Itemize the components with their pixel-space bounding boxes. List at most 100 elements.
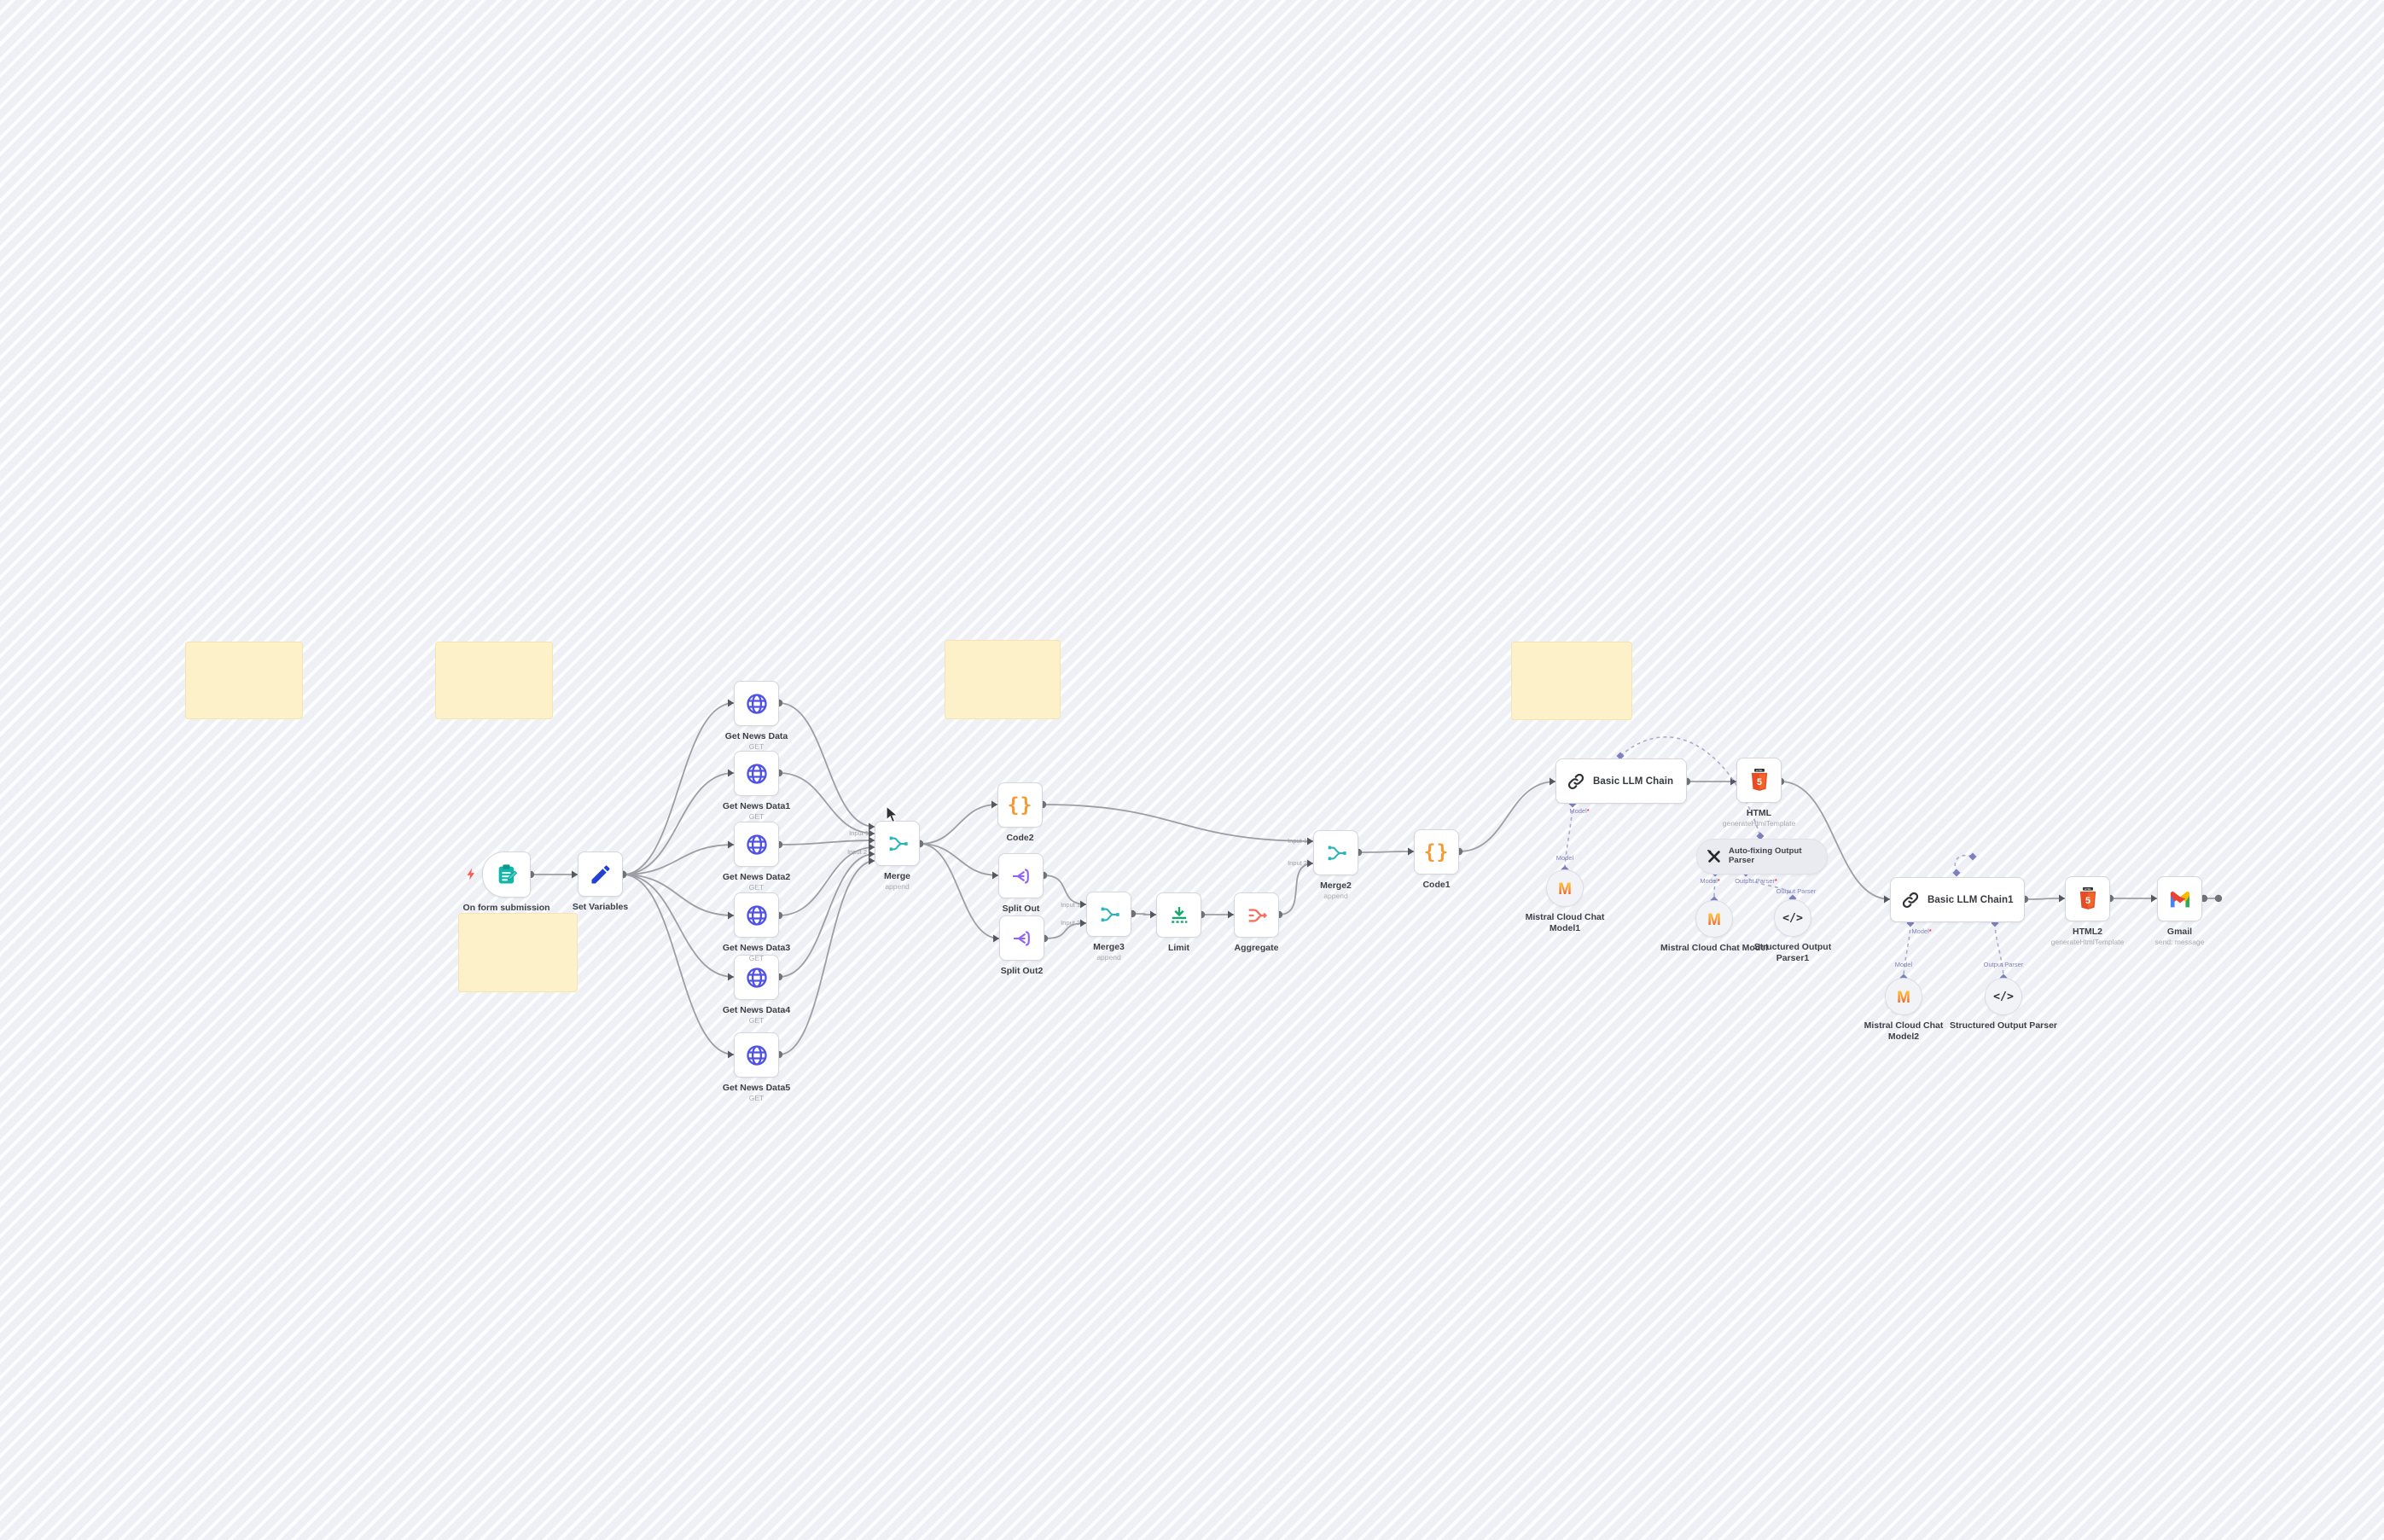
node-get-news-data[interactable] [734,681,779,726]
node-label: Basic LLM Chain1 [1928,894,2014,905]
sticky-note[interactable] [945,640,1061,719]
node-label: Aggregate [1234,943,1279,953]
mistral-icon: M [1704,909,1724,929]
globe-icon [745,1043,769,1067]
node-limit[interactable] [1156,892,1201,938]
chain-icon [1901,891,1920,909]
node-label: Set Variables [572,902,629,912]
required-marker: * [1586,807,1590,815]
node-label: Limit [1167,943,1190,953]
node-sublabel: GET [748,812,765,821]
node-label: Merge3 [1093,942,1125,952]
code-icon: {} [1007,793,1033,816]
globe-icon [745,692,769,716]
node-label: Code1 [1422,880,1451,890]
node-auto-fixing-output-parser[interactable]: Auto-fixing Output Parser [1696,839,1828,875]
node-label: Get News Data [724,731,788,741]
connector-label-text: Model [1700,877,1718,885]
node-merge2[interactable] [1313,830,1358,875]
node-get-news-data5[interactable] [734,1032,779,1078]
globe-icon [745,904,769,927]
node-sublabel: append [1323,892,1348,900]
connector-label: Model [1556,854,1573,862]
connector-label-text: Output Parser [1983,961,2024,968]
node-split-out[interactable] [998,853,1044,898]
node-label: Mistral Cloud Chat Model1 [1525,912,1605,933]
node-label: Structured Output Parser [1949,1020,2058,1031]
code-icon: {} [1423,840,1450,863]
sticky-note[interactable] [435,642,553,719]
chain-icon [1567,772,1585,791]
node-mistral-cloud-chat-model2[interactable]: M [1885,978,1922,1015]
merge-icon [1097,903,1121,927]
globe-icon [745,762,769,786]
node-mistral-cloud-chat-model[interactable]: M [1695,900,1733,938]
wrench-icon [1706,848,1723,865]
node-set-variables[interactable] [578,851,623,897]
mistral-icon: M [1893,986,1914,1007]
sticky-note[interactable] [1511,642,1632,720]
port-label: Input 2 [1061,919,1080,927]
port-label: Input 1 [1061,901,1080,909]
mouse-cursor [886,805,898,823]
node-mistral-cloud-chat-model1[interactable]: M [1546,869,1584,907]
svg-text:5: 5 [1757,776,1762,787]
node-sublabel: GET [748,883,765,892]
connector-label-text: Output Parser [1776,887,1817,895]
globe-icon [745,833,769,857]
node-sublabel: send: message [2154,938,2205,946]
node-html2[interactable]: HTML 5 [2065,876,2110,921]
node-label: Basic LLM Chain [1593,776,1674,787]
node-on-form-submission[interactable] [482,851,531,898]
node-gmail[interactable] [2157,876,2202,921]
connector-label-text: Model [1555,854,1574,862]
node-label: Merge2 [1320,880,1352,891]
connector-label-text: Model [1569,807,1587,815]
node-code1[interactable]: {} [1414,829,1459,875]
aggregate-icon [1245,904,1269,927]
node-label: Auto-fixing Output Parser [1729,846,1802,865]
connector-label: Model* [1700,877,1719,885]
html5-icon: HTML 5 [2076,886,2100,911]
node-structured-output-parser1[interactable]: </> [1774,899,1811,937]
sticky-note[interactable] [185,642,303,719]
svg-text:5: 5 [2085,895,2090,905]
node-merge3[interactable] [1086,892,1131,937]
merge-icon [886,832,910,856]
node-label: Get News Data4 [722,1005,791,1015]
required-marker: * [1717,877,1720,885]
node-label: Split Out [1002,904,1040,914]
node-merge[interactable] [875,821,920,866]
code-tags-icon: </> [1993,990,2014,1003]
node-basic-llm-chain[interactable]: Basic LLM Chain [1555,758,1687,804]
node-sublabel: GET [748,742,765,751]
node-get-news-data3[interactable] [734,892,779,938]
node-label: Get News Data3 [722,943,791,953]
node-label: HTML2 [2073,927,2102,937]
port-label: Input 2 [847,848,867,856]
sticky-note[interactable] [458,913,578,992]
mistral-icon: M [1555,878,1575,898]
node-html[interactable]: HTML 5 [1736,758,1782,803]
pencil-icon [589,863,613,886]
node-sublabel: append [885,882,910,891]
node-structured-output-parser[interactable]: </> [1985,978,2022,1015]
node-label: Get News Data1 [722,801,791,811]
connector-label-text: Model [1894,961,1913,968]
node-basic-llm-chain1[interactable]: Basic LLM Chain1 [1890,877,2025,922]
node-split-out2[interactable] [999,915,1044,961]
node-aggregate[interactable] [1234,892,1279,938]
svg-text:M: M [1558,880,1572,898]
connector-label: Model* [1569,807,1589,815]
node-code2[interactable]: {} [997,782,1043,828]
node-get-news-data2[interactable] [734,822,779,867]
trigger-bolt-icon [464,867,479,886]
svg-text:HTML: HTML [2085,887,2091,891]
node-get-news-data4[interactable] [734,955,779,1000]
connector-label-text: Output Parser [1735,877,1775,885]
connector-label: Model [1895,961,1912,968]
connector-label: Output Parser [1776,887,1817,895]
node-get-news-data1[interactable] [734,751,779,796]
svg-text:HTML: HTML [1756,769,1763,772]
